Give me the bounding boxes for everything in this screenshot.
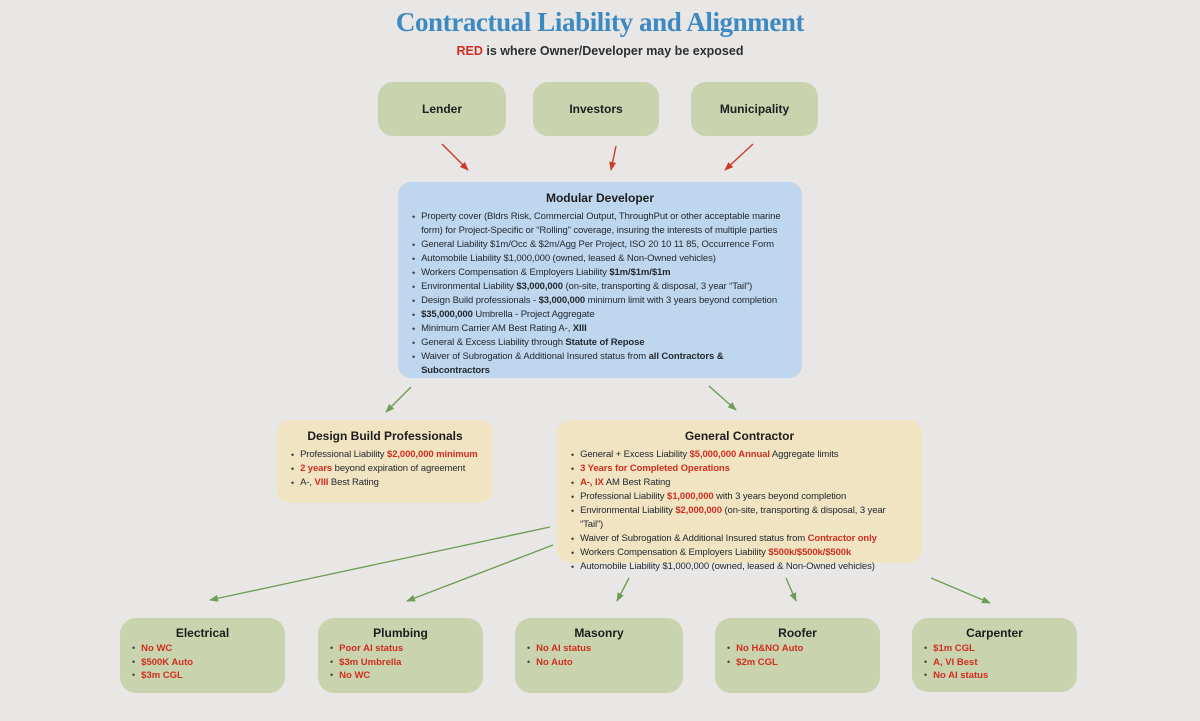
modular-developer-title: Modular Developer <box>545 191 655 205</box>
list-item: A, VI Best <box>922 656 1067 670</box>
electrical-list: No WC$500K Auto$3m CGL <box>130 642 275 683</box>
carpenter-list: $1m CGLA, VI BestNo AI status <box>922 642 1067 683</box>
list-item: Automobile Liability $1,000,000 (owned, … <box>569 560 910 574</box>
list-item: No AI status <box>922 669 1067 683</box>
list-item: 3 Years for Completed Operations <box>569 462 910 476</box>
modular-developer-box: Modular Developer Property cover (Bldrs … <box>398 182 802 378</box>
plumbing-title: Plumbing <box>373 626 428 640</box>
green-arrow <box>385 386 412 413</box>
list-item: Minimum Carrier AM Best Rating A-, XIII <box>410 322 790 336</box>
list-item: Automobile Liability $1,000,000 (owned, … <box>410 252 790 266</box>
list-item: Waiver of Subrogation & Additional Insur… <box>569 532 910 546</box>
list-item: Design Build professionals - $3,000,000 … <box>410 294 790 308</box>
list-item: Environmental Liability $3,000,000 (on-s… <box>410 280 790 294</box>
list-item: 2 years beyond expiration of agreement <box>289 462 481 476</box>
list-item: Workers Compensation & Employers Liabili… <box>569 546 910 560</box>
design-build-title: Design Build Professionals <box>307 429 463 443</box>
list-item: No Auto <box>525 656 673 670</box>
investors-label: Investors <box>569 102 623 116</box>
plumbing-list: Poor AI status$3m UmbrellaNo WC <box>328 642 473 683</box>
plumbing-box: Plumbing Poor AI status$3m UmbrellaNo WC <box>318 618 483 693</box>
list-item: Poor AI status <box>328 642 473 656</box>
list-item: General + Excess Liability $5,000,000 An… <box>569 448 910 462</box>
municipality-label: Municipality <box>719 102 790 116</box>
general-contractor-list: General + Excess Liability $5,000,000 An… <box>569 448 910 574</box>
green-arrow <box>616 577 630 602</box>
list-item: No H&NO Auto <box>725 642 870 656</box>
green-arrow <box>930 577 991 604</box>
list-item: Property cover (Bldrs Risk, Commercial O… <box>410 210 790 238</box>
list-item: Professional Liability $2,000,000 minimu… <box>289 448 481 462</box>
list-item: $500K Auto <box>130 656 275 670</box>
green-arrow <box>708 385 737 411</box>
investors-box: Investors <box>533 82 659 136</box>
red-arrow <box>441 143 469 171</box>
lender-label: Lender <box>421 102 462 116</box>
list-item: Environmental Liability $2,000,000 (on-s… <box>569 504 910 532</box>
design-build-list: Professional Liability $2,000,000 minimu… <box>289 448 481 490</box>
list-item: General Liability $1m/Occ & $2m/Agg Per … <box>410 238 790 252</box>
list-item: $1m CGL <box>922 642 1067 656</box>
list-item: $3m Umbrella <box>328 656 473 670</box>
list-item: $3m CGL <box>130 669 275 683</box>
page-subtitle: RED is where Owner/Developer may be expo… <box>0 44 1200 58</box>
list-item: A-, VIII Best Rating <box>289 476 481 490</box>
masonry-title: Masonry <box>574 626 624 640</box>
general-contractor-box: General Contractor General + Excess Liab… <box>557 420 922 572</box>
masonry-box: Masonry No AI statusNo Auto <box>515 618 683 693</box>
modular-developer-list: Property cover (Bldrs Risk, Commercial O… <box>410 210 790 378</box>
list-item: $35,000,000 Umbrella - Project Aggregate <box>410 308 790 322</box>
green-arrow <box>406 544 554 602</box>
list-item: Waiver of Subrogation & Additional Insur… <box>410 350 790 378</box>
masonry-list: No AI statusNo Auto <box>525 642 673 669</box>
carpenter-box: Carpenter $1m CGLA, VI BestNo AI status <box>912 618 1077 692</box>
electrical-title: Electrical <box>175 626 230 640</box>
green-arrow <box>209 526 551 602</box>
general-contractor-title: General Contractor <box>684 429 795 443</box>
roofer-list: No H&NO Auto$2m CGL <box>725 642 870 669</box>
lender-box: Lender <box>378 82 506 136</box>
municipality-box: Municipality <box>691 82 818 136</box>
roofer-box: Roofer No H&NO Auto$2m CGL <box>715 618 880 693</box>
list-item: $2m CGL <box>725 656 870 670</box>
list-item: No WC <box>130 642 275 656</box>
green-arrow <box>785 577 797 602</box>
design-build-box: Design Build Professionals Professional … <box>277 420 493 503</box>
subtitle-rest-text: is where Owner/Developer may be exposed <box>482 44 744 58</box>
roofer-title: Roofer <box>778 626 817 640</box>
list-item: A-, IX AM Best Rating <box>569 476 910 490</box>
subtitle-red-word: RED <box>456 44 483 58</box>
red-arrow <box>724 143 754 171</box>
carpenter-title: Carpenter <box>966 626 1023 640</box>
list-item: No AI status <box>525 642 673 656</box>
list-item: General & Excess Liability through Statu… <box>410 336 790 350</box>
list-item: Professional Liability $1,000,000 with 3… <box>569 490 910 504</box>
list-item: Workers Compensation & Employers Liabili… <box>410 266 790 280</box>
list-item: No WC <box>328 669 473 683</box>
page-title: Contractual Liability and Alignment <box>395 7 805 37</box>
electrical-box: Electrical No WC$500K Auto$3m CGL <box>120 618 285 693</box>
red-arrow <box>609 145 617 171</box>
